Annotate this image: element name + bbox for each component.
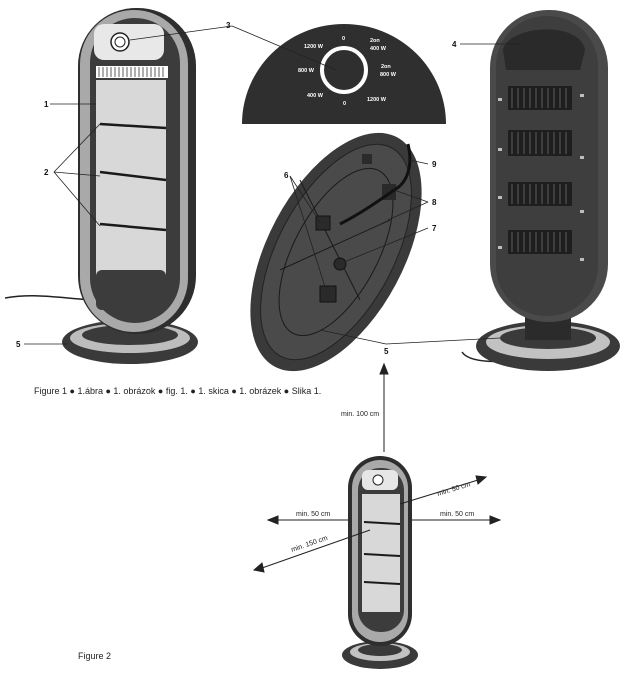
- heater-front-view: [4, 8, 198, 364]
- clearance-left-label: min. 50 cm: [296, 511, 330, 518]
- callout-8: 8: [432, 198, 437, 207]
- clearance-diagram: min. 100 cm min. 50 cm min. 50 cm min. 5…: [252, 362, 502, 669]
- dial-label-ecut: 2on: [370, 38, 380, 44]
- callout-5-center: 5: [384, 347, 389, 356]
- dial-label-0-top: 0: [342, 36, 345, 42]
- leader-lines: [24, 25, 520, 345]
- clearance-right-label: min. 50 cm: [440, 511, 474, 518]
- callout-4: 4: [452, 40, 457, 49]
- power-dial: 1200 W 0 2on 400 W 800 W 2on 800 W 400 W…: [242, 24, 446, 124]
- dial-label-400-bottom: 400 W: [307, 93, 324, 99]
- dial-label-1200-bottom: 1200 W: [367, 97, 387, 103]
- callout-6: 6: [284, 171, 289, 180]
- base-bottom-view: [250, 132, 422, 372]
- callout-5-left: 5: [16, 340, 21, 349]
- dial-label-400-top: 400 W: [370, 46, 387, 52]
- dial-label-800-left: 800 W: [298, 68, 315, 74]
- callout-3: 3: [226, 21, 231, 30]
- dial-label-0-bottom: 0: [343, 101, 346, 107]
- figure-2-caption: Figure 2: [78, 651, 112, 661]
- heater-back-view: [461, 10, 620, 371]
- figure-1-caption: Figure 1 ● 1.ábra ● 1. obrázok ● fig. 1.…: [34, 386, 322, 396]
- rear-vents: [508, 86, 572, 254]
- dial-label-800-right: 800 W: [380, 72, 397, 78]
- dial-label-1200-top: 1200 W: [304, 44, 324, 50]
- callout-1: 1: [44, 100, 49, 109]
- clearance-top-label: min. 100 cm: [341, 411, 379, 418]
- callout-2: 2: [44, 168, 49, 177]
- callout-9: 9: [432, 160, 437, 169]
- clearance-back-label: min. 50 cm: [437, 481, 472, 498]
- callout-7: 7: [432, 224, 437, 233]
- dial-label-ecut-2: 2on: [381, 64, 391, 70]
